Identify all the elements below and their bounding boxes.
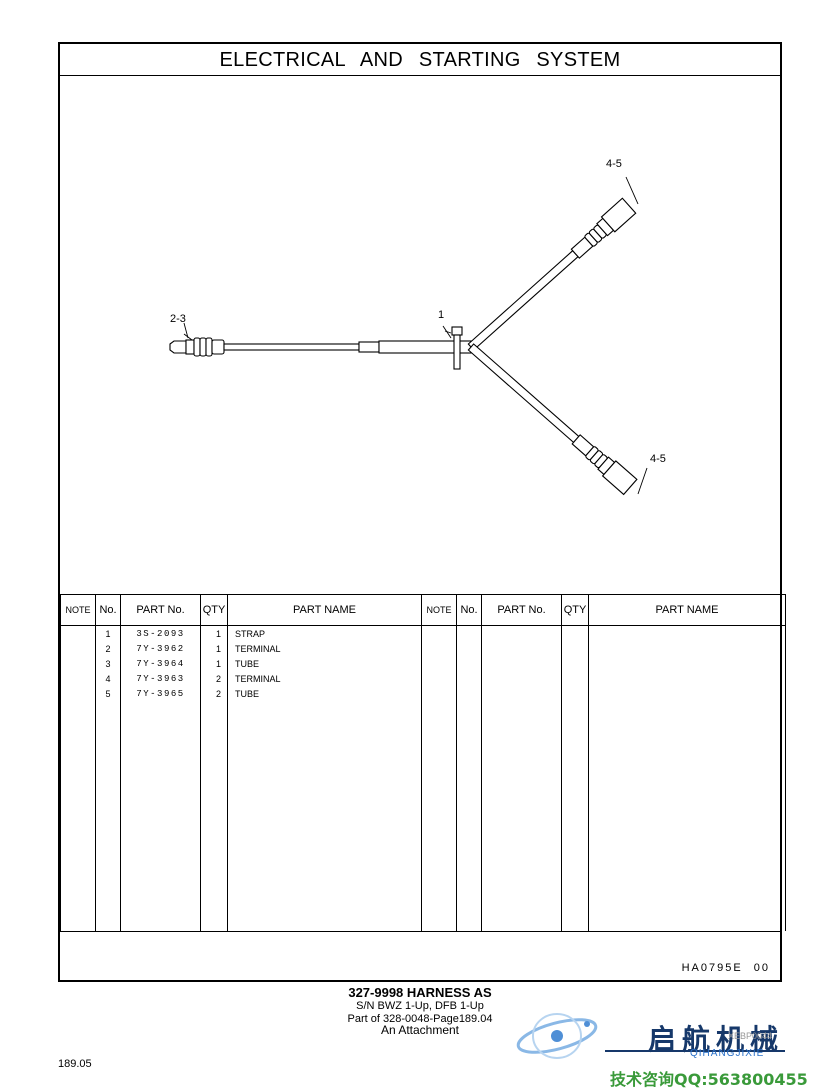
row-1-no: 1	[105, 629, 111, 639]
part-no-column-2	[481, 625, 562, 931]
watermark-brand: 启航机械	[648, 1023, 785, 1056]
illustration-code-box: HA0795E 00	[60, 931, 780, 980]
page-number: 189.05	[58, 1058, 92, 1070]
row-2-no: 2	[105, 644, 111, 654]
col-header-note: NOTE	[60, 594, 96, 626]
attachment-note: An Attachment	[380, 1023, 460, 1037]
row-5-part-no: 7Y-3965	[136, 689, 185, 699]
row-4-part-no: 7Y-3963	[136, 674, 185, 684]
no-column: 1 2 3 4 5	[95, 625, 121, 931]
row-4-name: TERMINAL	[235, 674, 281, 684]
col-header-part-name-2: PART NAME	[588, 594, 786, 626]
qty-column: 1 1 1 2 2	[200, 625, 228, 931]
qty-column-2	[561, 625, 589, 931]
watermark-code: XEBP0044	[728, 1031, 773, 1041]
illustration-code: HA0795E 00	[681, 962, 770, 974]
serial-numbers: S/N BWZ 1-Up, DFB 1-Up	[356, 1000, 484, 1012]
col-header-qty: QTY	[200, 594, 228, 626]
watermark-contact: 技术咨询QQ:563800455	[610, 1070, 808, 1089]
col-header-note-2: NOTE	[421, 594, 457, 626]
row-2-part-no: 7Y-3962	[136, 644, 185, 654]
part-no-column: 3S-2093 7Y-3962 7Y-3964 7Y-3963 7Y-3965	[120, 625, 201, 931]
row-4-no: 4	[105, 674, 111, 684]
row-2-name: TERMINAL	[235, 644, 281, 654]
parts-list-table: NOTE No. PART No. QTY PART NAME NOTE No.…	[60, 594, 786, 931]
note-column	[60, 625, 96, 931]
note-column-2	[421, 625, 457, 931]
part-name-column: STRAP TERMINAL TUBE TERMINAL TUBE	[227, 625, 422, 931]
harness-illustration: 4-5 2-3 1 4-5	[60, 76, 780, 594]
part-name-column-2	[588, 625, 786, 931]
callout-upper-terminal: 4-5	[606, 158, 622, 170]
row-3-name: TUBE	[235, 659, 260, 669]
col-header-qty-2: QTY	[561, 594, 589, 626]
callout-lower-terminal: 4-5	[650, 453, 666, 465]
row-5-name: TUBE	[235, 689, 260, 699]
row-3-qty: 1	[215, 659, 221, 669]
callout-left-terminal: 2-3	[170, 313, 186, 325]
watermark-logo	[516, 1013, 598, 1059]
table-header-row: NOTE No. PART No. QTY PART NAME NOTE No.…	[60, 594, 786, 626]
callout-strap: 1	[438, 309, 445, 321]
assembly-title: 327-9998 HARNESS AS	[348, 985, 492, 1000]
row-3-part-no: 7Y-3964	[136, 659, 185, 669]
row-1-part-no: 3S-2093	[136, 629, 185, 639]
watermark-pinyin: QIHANGJIXIE	[690, 1048, 765, 1059]
row-5-no: 5	[105, 689, 111, 699]
watermark-underline	[605, 1050, 785, 1052]
parts-page-frame: ELECTRICAL AND STARTING SYSTEM	[58, 42, 786, 982]
col-header-no: No.	[95, 594, 121, 626]
row-3-no: 3	[105, 659, 111, 669]
row-4-qty: 2	[215, 674, 221, 684]
col-header-part-no: PART No.	[120, 594, 201, 626]
row-1-qty: 1	[215, 629, 221, 639]
page-title: ELECTRICAL AND STARTING SYSTEM	[60, 44, 780, 76]
row-2-qty: 1	[215, 644, 221, 654]
col-header-part-no-2: PART No.	[481, 594, 562, 626]
table-body-row: 1 2 3 4 5 3S-2093 7Y-3962 7Y-3964 7Y-396…	[60, 625, 786, 931]
col-header-part-name: PART NAME	[227, 594, 422, 626]
no-column-2	[456, 625, 482, 931]
row-5-qty: 2	[215, 689, 221, 699]
col-header-no-2: No.	[456, 594, 482, 626]
parent-reference: Part of 328-0048-Page189.04	[347, 1013, 493, 1025]
harness-drawing	[169, 176, 648, 496]
row-1-name: STRAP	[235, 629, 266, 639]
